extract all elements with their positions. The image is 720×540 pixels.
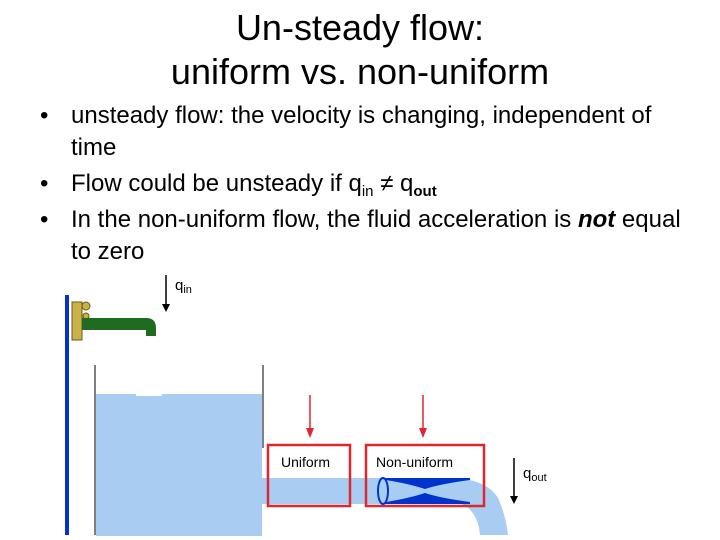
nozzle-top bbox=[380, 478, 470, 489]
outlet-water-stream bbox=[262, 478, 508, 535]
nozzle-inlet-ring bbox=[377, 477, 389, 505]
bullet-3-post: equal to zero bbox=[71, 206, 681, 265]
emphasis-not: not bbox=[577, 206, 616, 233]
channel-left-wall bbox=[65, 295, 69, 535]
non-uniform-label: Non-uniform bbox=[376, 454, 453, 470]
bullet-1: • unsteady flow: the velocity is changin… bbox=[40, 100, 700, 164]
non-uniform-arrowhead bbox=[419, 428, 427, 438]
faucet-icon bbox=[71, 301, 156, 341]
uniform-box bbox=[266, 443, 352, 508]
q-in-label: qin bbox=[175, 277, 192, 296]
slide-title: Un-steady flow: uniform vs. non-uniform bbox=[0, 6, 720, 94]
bullet-3-text: In the non-uniform flow, the fluid accel… bbox=[71, 206, 578, 233]
q-out-subscript: out bbox=[413, 183, 437, 200]
uniform-label: Uniform bbox=[281, 454, 330, 470]
non-uniform-box bbox=[364, 443, 486, 508]
bullet-dot: • bbox=[40, 102, 49, 129]
bullet-2: • Flow could be unsteady if qin ≠ qout bbox=[40, 168, 700, 200]
bullet-1-text: unsteady flow: the velocity is changing,… bbox=[71, 102, 652, 161]
nozzle-bottom bbox=[380, 493, 470, 504]
q-out-label: qout bbox=[523, 465, 547, 484]
q-in-arrowhead bbox=[162, 304, 170, 312]
bullet-3: • In the non-uniform flow, the fluid acc… bbox=[40, 204, 700, 268]
bullet-dot: • bbox=[40, 206, 49, 233]
uniform-arrowhead bbox=[306, 428, 314, 438]
bullet-2-text: Flow could be unsteady if q bbox=[71, 170, 362, 197]
bullet-dot: • bbox=[40, 170, 49, 197]
q-out-arrowhead bbox=[510, 496, 518, 504]
title-line-1: Un-steady flow: bbox=[235, 7, 485, 48]
title-line-2: uniform vs. non-uniform bbox=[170, 51, 550, 92]
q-in-subscript: in bbox=[361, 183, 374, 200]
bullet-list: • unsteady flow: the velocity is changin… bbox=[40, 100, 700, 272]
bullet-2-mid: ≠ q bbox=[373, 170, 414, 197]
tank-water bbox=[96, 396, 262, 536]
